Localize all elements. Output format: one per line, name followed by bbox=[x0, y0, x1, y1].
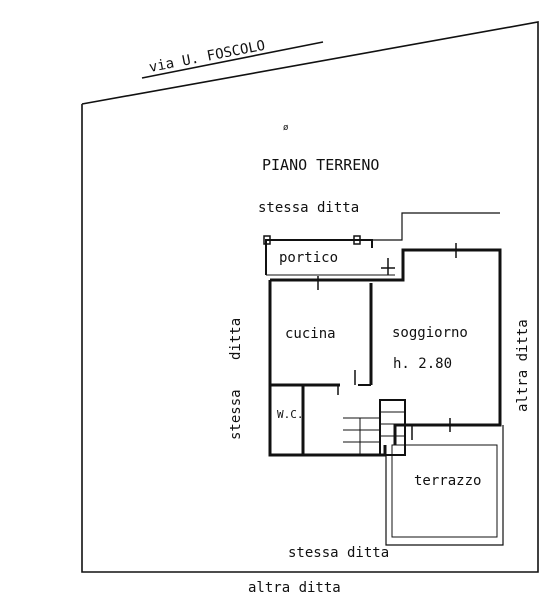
street-label: via U. FOSCOLO bbox=[148, 38, 267, 76]
neighbor-top-label: stessa ditta bbox=[258, 200, 359, 216]
floor-title: PIANO TERRENO bbox=[262, 156, 379, 174]
room-portico-label: portico bbox=[279, 250, 338, 266]
neighbor-bottom-outer-label: altra ditta bbox=[248, 580, 341, 596]
room-height-label: h. 2.80 bbox=[393, 356, 452, 372]
neighbor-left-inner-label: stessa bbox=[228, 389, 244, 440]
neighbor-left-outer-label: ditta bbox=[228, 318, 244, 360]
neighbor-right-label: altra ditta bbox=[515, 319, 531, 412]
room-cucina-label: cucina bbox=[285, 326, 336, 342]
room-soggiorno-label: soggiorno bbox=[392, 325, 468, 341]
small-mark: ø bbox=[283, 123, 289, 133]
room-wc-label: W.C. bbox=[277, 408, 304, 421]
lot-boundary bbox=[81, 21, 539, 573]
room-terrazzo-label: terrazzo bbox=[414, 473, 481, 489]
terrazzo-outline bbox=[385, 425, 504, 546]
neighbor-bottom-inner-label: stessa ditta bbox=[288, 545, 389, 561]
street-line bbox=[141, 41, 324, 79]
